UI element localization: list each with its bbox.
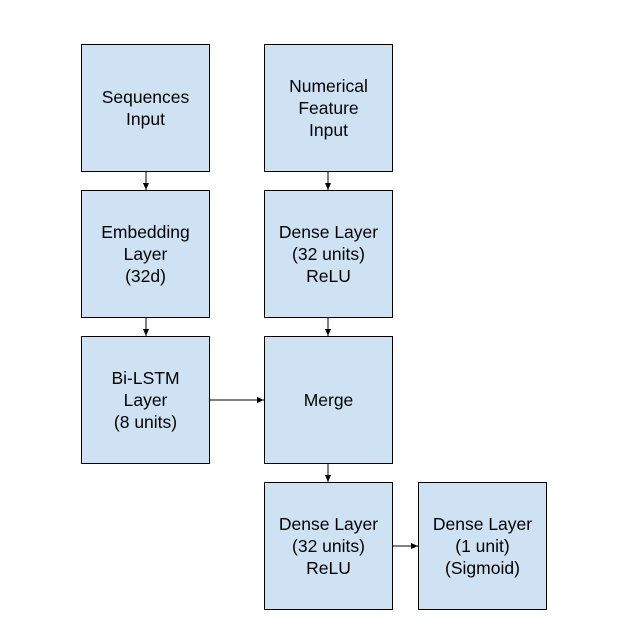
- merge-label: Merge: [303, 390, 354, 410]
- embedding-layer-node: Embedding Layer (32d): [81, 190, 210, 318]
- sequences-input-node: Sequences Input: [81, 44, 210, 172]
- numerical-feature-input-label: Numerical Feature Input: [289, 76, 368, 140]
- output-layer-label: Dense Layer (1 unit) (Sigmoid): [432, 514, 533, 578]
- bilstm-layer-label: Bi-LSTM Layer (8 units): [111, 368, 180, 432]
- dense-layer-2-label: Dense Layer (32 units) ReLU: [278, 514, 379, 578]
- merge-node: Merge: [264, 336, 393, 464]
- dense-layer-2-node: Dense Layer (32 units) ReLU: [264, 482, 393, 610]
- output-layer-node: Dense Layer (1 unit) (Sigmoid): [418, 482, 547, 610]
- dense-layer-1-label: Dense Layer (32 units) ReLU: [278, 222, 379, 286]
- embedding-layer-label: Embedding Layer (32d): [101, 222, 190, 286]
- numerical-feature-input-node: Numerical Feature Input: [264, 44, 393, 172]
- sequences-input-label: Sequences Input: [101, 87, 190, 129]
- dense-layer-1-node: Dense Layer (32 units) ReLU: [264, 190, 393, 318]
- bilstm-layer-node: Bi-LSTM Layer (8 units): [81, 336, 210, 464]
